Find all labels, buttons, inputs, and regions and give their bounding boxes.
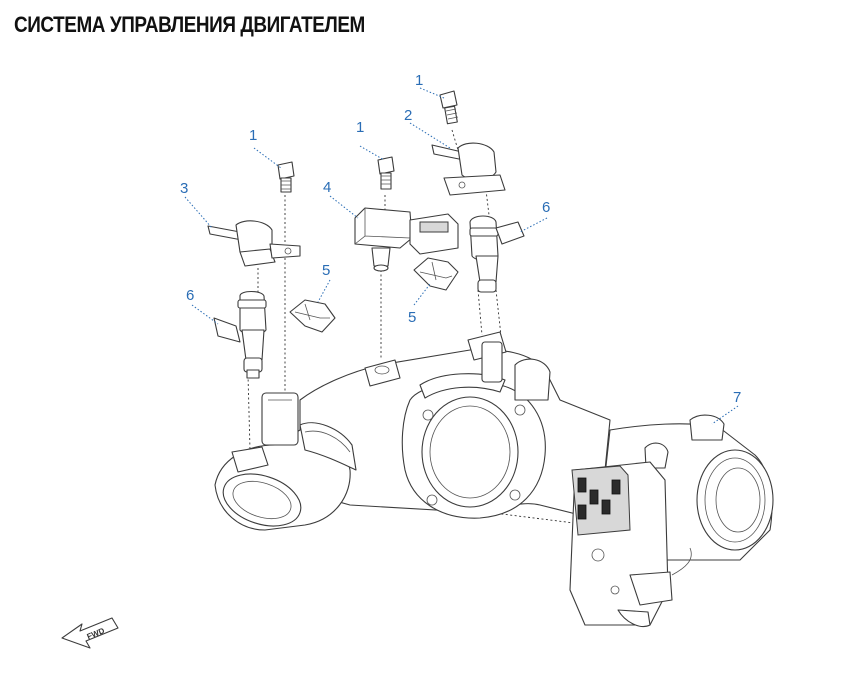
clip-left (289, 299, 336, 333)
callout-7: 7 (733, 389, 741, 406)
callout-2: 2 (404, 107, 412, 124)
callout-6-left: 6 (186, 287, 194, 304)
fuel-connector-right (431, 142, 506, 196)
injector-right (469, 215, 525, 293)
page-title: СИСТЕМА УПРАВЛЕНИЯ ДВИГАТЕЛЕМ (14, 12, 365, 37)
callout-6-right: 6 (542, 199, 550, 216)
intake-manifold (214, 331, 611, 531)
bolt-right (439, 90, 459, 125)
callout-1-left: 1 (249, 127, 257, 144)
fuel-connector-left (207, 220, 301, 267)
callout-5-left: 5 (322, 262, 330, 279)
callout-1-top: 1 (415, 72, 423, 89)
callout-leaders (184, 87, 739, 425)
callout-5-right: 5 (408, 309, 416, 326)
clip-right (413, 257, 459, 291)
map-sensor (354, 207, 459, 272)
callout-labels: 1 2 1 1 3 4 6 5 5 6 7 (180, 72, 741, 406)
bolt-centre (377, 156, 395, 190)
throttle-body (569, 414, 774, 628)
bolt-left (277, 161, 295, 193)
callout-4: 4 (323, 179, 331, 196)
callout-3: 3 (180, 180, 188, 197)
callout-1-centre: 1 (356, 119, 364, 136)
injector-left (213, 290, 267, 379)
fwd-arrow-icon: FWD (61, 617, 119, 649)
